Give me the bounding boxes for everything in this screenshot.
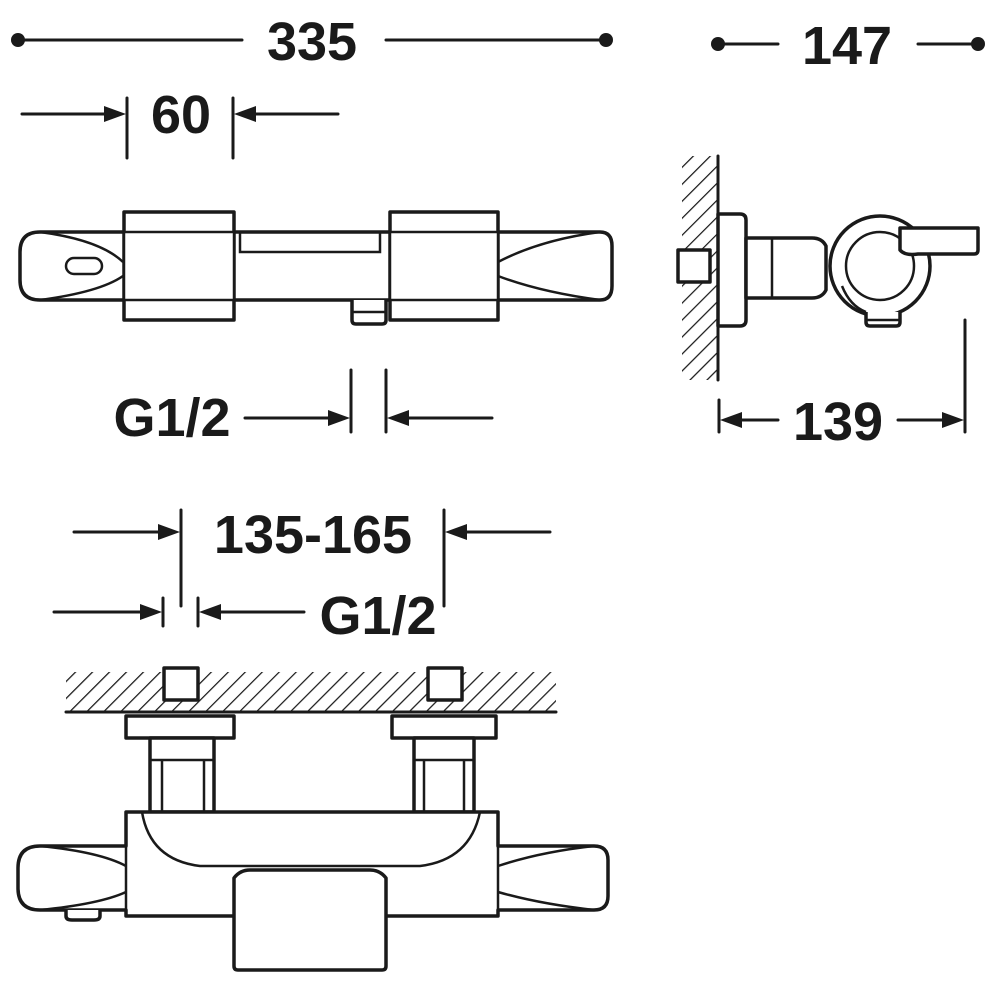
wall-projection-label: 139 bbox=[793, 392, 883, 452]
dimension-endpoint-dot bbox=[971, 37, 985, 51]
inlet-thread-top-label: G1/2 bbox=[113, 388, 230, 448]
dimension-inlet-thread-bottom: G1/2 bbox=[52, 586, 437, 646]
dimension-overall-depth: 147 bbox=[711, 16, 985, 76]
dimension-inlet-thread-top: G1/2 bbox=[113, 368, 494, 448]
overall-length-label: 335 bbox=[267, 12, 357, 72]
dimension-centers-range: 135-165 bbox=[72, 505, 552, 608]
inlet-thread-bottom-label: G1/2 bbox=[319, 586, 436, 646]
plan-view-mixer bbox=[16, 666, 610, 972]
centers-range-label: 135-165 bbox=[214, 505, 412, 565]
handle-width-label: 60 bbox=[151, 85, 211, 145]
dimension-endpoint-dot bbox=[599, 33, 613, 47]
dimension-handle-width: 60 bbox=[20, 85, 340, 160]
dimension-overall-length: 335 bbox=[11, 12, 613, 72]
side-view-mixer bbox=[676, 154, 980, 382]
dimension-wall-projection: 139 bbox=[717, 318, 967, 452]
indicator-slot bbox=[64, 256, 104, 276]
overall-depth-label: 147 bbox=[802, 16, 892, 76]
front-view-mixer bbox=[18, 210, 614, 326]
